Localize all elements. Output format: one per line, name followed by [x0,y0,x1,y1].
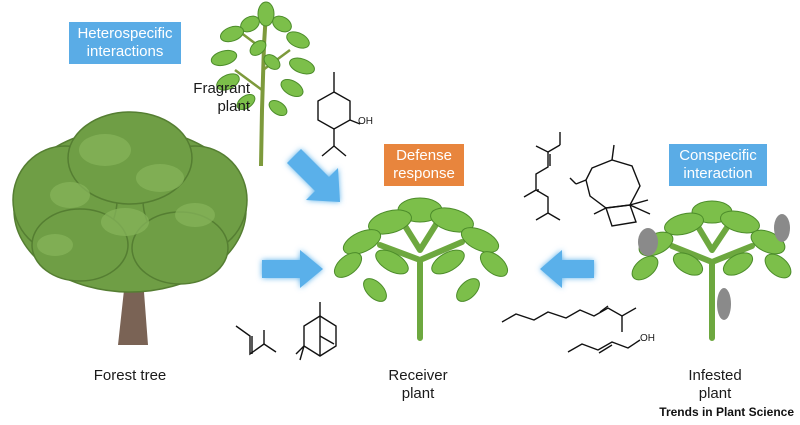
arrow-from-forest-tree [262,250,323,288]
ocimene-structure [523,132,561,221]
arrow-from-fragrant-plant [287,149,340,202]
caryophyllene-structure [569,144,651,227]
hexenol-structure [567,339,641,354]
defense-response-tag-line2: response [393,165,455,182]
fragrant-plant-label-line2: plant [217,98,250,115]
pest-clusters [638,214,790,320]
infested-plant-label-line2: plant [698,385,732,402]
pinene-structure [295,302,337,361]
arrow-from-infested-plant [540,250,594,288]
defense-response-tag: Defense response [384,144,464,186]
forest-tree-label: Forest tree [93,367,167,384]
defense-response-tag-line1: Defense [396,147,452,164]
conspecific-tag-line2: interaction [683,165,753,182]
infested-plant-label: Infested plant [680,367,750,403]
receiver-plant-illustration [333,197,509,341]
receiver-plant-label-line1: Receiver [388,367,448,384]
receiver-plant-label-line2: plant [401,385,435,402]
isoprene-structure [235,325,277,356]
hexenyl-acetate-structure [501,305,637,332]
infested-plant-illustration [631,200,792,341]
journal-credit: Trends in Plant Science [659,405,794,419]
menthol-structure [317,72,361,157]
forest-tree-illustration [12,111,248,345]
fragrant-plant-illustration [210,1,315,167]
heterospecific-tag-line1: Heterospecific [77,25,173,42]
conspecific-tag: Conspecific interaction [669,144,767,186]
fragrant-plant-label-line1: Fragrant [193,80,250,97]
heterospecific-tag-line2: interactions [86,43,164,60]
menthol-oh-label: OH [358,116,373,127]
conspecific-tag-line1: Conspecific [679,147,757,164]
hexenol-oh-label: OH [640,333,655,344]
infested-plant-label-line1: Infested [688,367,742,384]
fragrant-plant-label: Fragrant plant [160,80,250,116]
receiver-plant-label: Receiver plant [378,367,458,403]
heterospecific-tag: Heterospecific interactions [69,22,181,64]
